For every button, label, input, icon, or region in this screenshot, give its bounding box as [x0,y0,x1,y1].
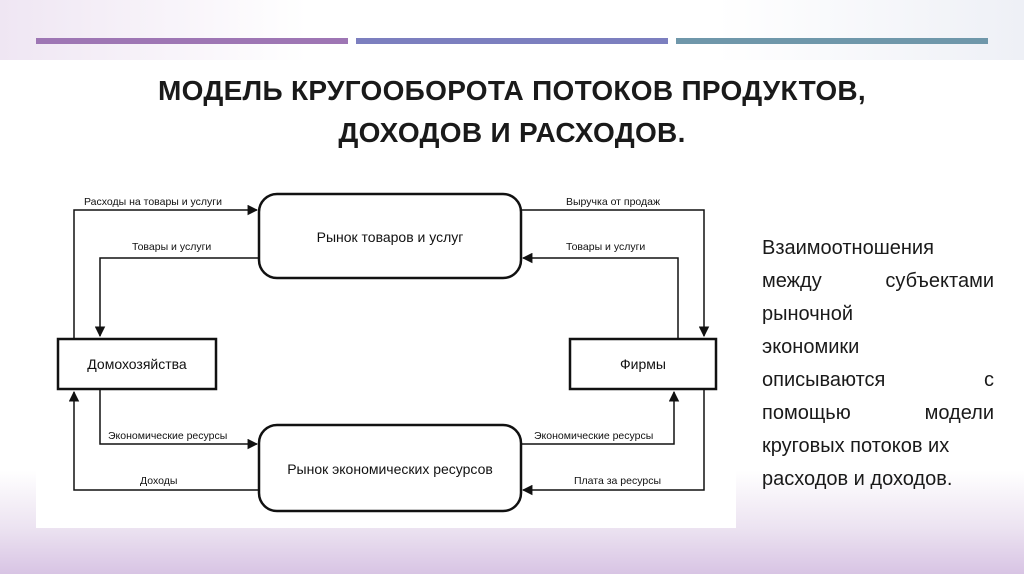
slide-title: МОДЕЛЬ КРУГООБОРОТА ПОТОКОВ ПРОДУКТОВ, Д… [60,70,964,154]
slide-title-line-1: МОДЕЛЬ КРУГООБОРОТА ПОТОКОВ ПРОДУКТОВ, [158,75,866,106]
flow-resources-from-households-label: Экономические ресурсы [108,430,227,442]
flow-payment-label: Плата за ресурсы [574,475,661,487]
description-line: экономики [762,331,994,364]
description-word: субъектами [885,270,994,292]
goods-market-box [257,192,523,280]
flow-revenue-arrow [521,209,710,338]
flow-spending-arrow [73,204,259,339]
flow-goods-to-households-label: Товары и услуги [132,241,211,253]
description-line: круговых потоков их [762,430,994,463]
flow-income-label: Доходы [140,475,177,487]
diagram-canvas: Рынок товаров и услуг Домохозяйства Фирм… [56,192,718,513]
flow-payment-arrow [521,389,705,496]
goods-market-label: Рынок товаров и услуг [317,229,464,245]
description-word: расходов и доходов. [762,468,953,490]
description-word: описываются [762,369,886,391]
description-word: модели [924,402,994,424]
accent-bar-teal [676,38,988,44]
flow-resources-from-households-arrow [99,389,259,450]
description-word: Взаимоотношения [762,237,934,259]
description-line: рыночной [762,298,994,331]
description-word: между [762,270,822,292]
description-word: экономики [762,336,860,358]
description-line: помощью модели [762,397,994,430]
flow-spending-label: Расходы на товары и услуги [84,196,222,208]
households-label: Домохозяйства [87,356,187,372]
resource-market-label: Рынок экономических ресурсов [287,461,493,477]
resource-market-box [257,423,523,513]
flow-revenue-label: Выручка от продаж [566,196,660,208]
description-line: расходов и доходов. [762,463,994,496]
flow-goods-from-firms-label: Товары и услуги [566,241,645,253]
households-box [56,337,218,391]
accent-bar-purple [36,38,348,44]
flow-resources-to-firms-label: Экономические ресурсы [534,430,653,442]
flow-income-arrow [68,390,259,491]
description-word: помощью [762,402,851,424]
flow-goods-to-households-arrow [94,257,259,338]
description-line: описываются с [762,364,994,397]
flow-resources-to-firms-arrow [521,390,680,445]
accent-bar-blue [356,38,668,44]
description-line: между субъектами [762,265,994,298]
circular-flow-diagram: Рынок товаров и услуг Домохозяйства Фирм… [36,182,736,528]
description-word: рыночной [762,303,853,325]
slide-title-line-2: ДОХОДОВ И РАСХОДОВ. [338,117,686,148]
firms-box [568,337,718,391]
description-line: Взаимоотношения [762,232,994,265]
description-word: круговых потоков их [762,435,950,457]
description-text: Взаимоотношения между субъектами рыночной эк… [762,232,994,496]
description-word: с [984,369,994,391]
flow-goods-from-firms-arrow [521,252,679,339]
firms-label: Фирмы [620,356,666,372]
header-background [0,0,1024,60]
